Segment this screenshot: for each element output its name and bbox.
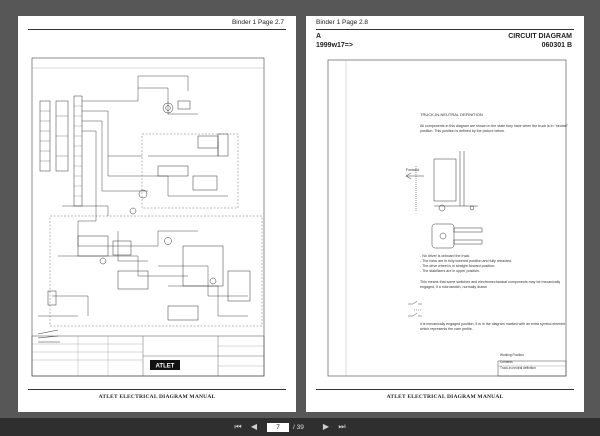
first-page-icon[interactable]: ⏮ <box>234 422 242 431</box>
title-right-1: CIRCUIT DIAGRAM <box>508 33 572 40</box>
right-page-header: Binder 1 Page 2.8 <box>316 19 369 26</box>
titleblock-working-position: Working Position <box>500 353 524 357</box>
title-left-2: 1999w17=> <box>316 42 353 49</box>
prev-page-icon[interactable]: ◀ <box>250 422 258 431</box>
header-rule <box>28 29 286 30</box>
atlet-logo: ATLET <box>156 364 175 370</box>
footer-rule <box>28 389 286 390</box>
page-right: Binder 1 Page 2.8 A 1999w17=> CIRCUIT DI… <box>306 16 584 412</box>
header-rule <box>316 29 574 30</box>
truck-neutral-diagram <box>327 59 567 377</box>
bullet-3: - The drive wheel is in straight forward… <box>420 264 496 268</box>
current-page-input[interactable]: 7 <box>267 423 289 432</box>
right-page-footer: ATLET ELECTRICAL DIAGRAM MANUAL <box>386 394 504 400</box>
bullet-2: - The forks are in fully lowered positio… <box>420 259 513 263</box>
bullet-4: - The stabilizers are in upper position. <box>420 269 480 273</box>
left-page-footer: ATLET ELECTRICAL DIAGRAM MANUAL <box>98 394 216 400</box>
total-pages-label: / 39 <box>293 424 304 431</box>
title-right-2: 060301 B <box>541 42 572 49</box>
left-page-header: Binder 1 Page 2.7 <box>231 19 284 26</box>
paragraph-switches: This means that some switches and electr… <box>420 280 561 289</box>
bullet-1: - No driver is onboard the truck. <box>420 254 471 258</box>
titleblock-subject: Truck-in-neutral definition <box>500 366 536 370</box>
title-left-1: A <box>316 33 322 40</box>
page-navigation-toolbar: ⏮ ◀ ▶ ⏭ <box>0 418 600 436</box>
last-page-icon[interactable]: ⏭ <box>338 422 346 431</box>
paragraph-cam: it is mecanically engaged position, it i… <box>420 322 566 331</box>
paragraph-intro: All components in this diagram are shown… <box>420 124 568 133</box>
titleblock-contents: Contents <box>500 360 513 364</box>
document-viewer: Binder 1 Page 2.7 <box>0 0 600 418</box>
section-title: TRUCK-IN-NEUTRAL DEFINITION <box>420 112 483 117</box>
forward-label: Forward <box>406 168 420 172</box>
next-page-icon[interactable]: ▶ <box>322 422 330 431</box>
footer-rule <box>316 389 574 390</box>
page-left: Binder 1 Page 2.7 <box>18 16 296 412</box>
circuit-diagram-schematic: ATLET <box>31 57 265 377</box>
